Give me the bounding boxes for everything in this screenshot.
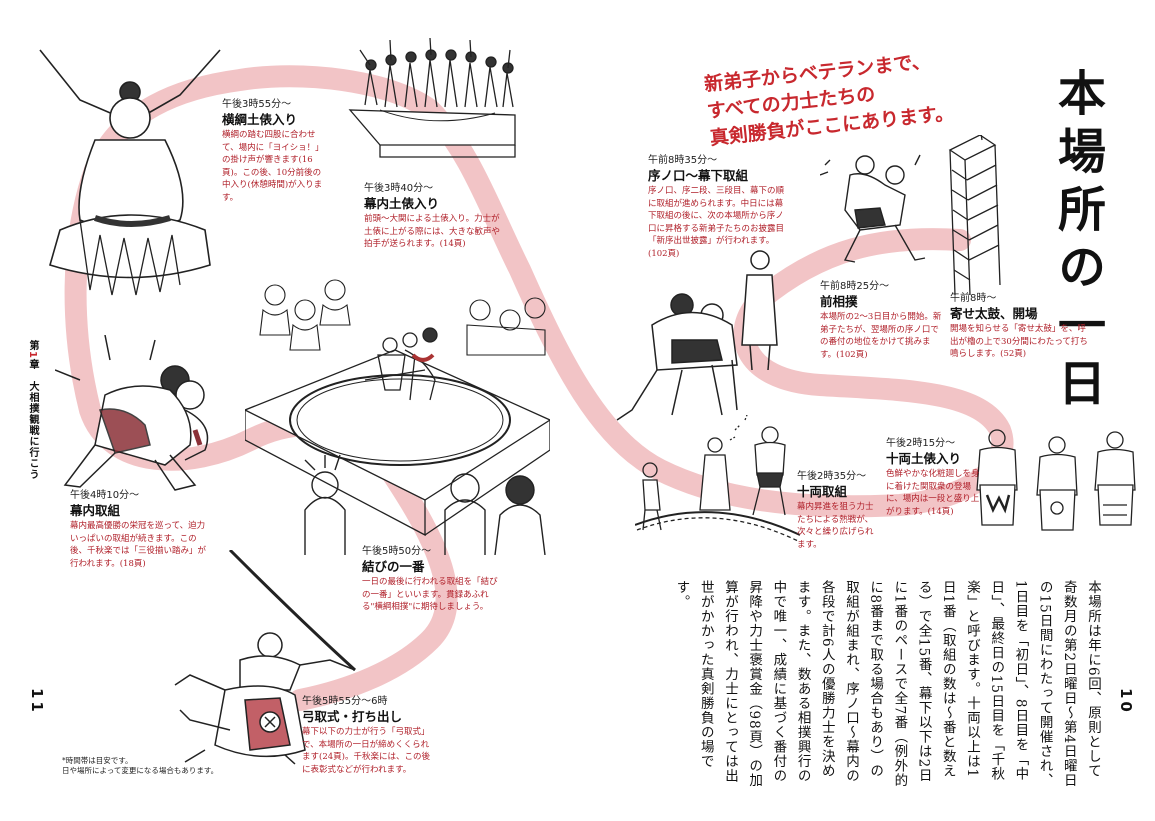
event-body: 幕下以下の力士が行う「弓取式」で、本場所の一日が締めくくられます(24頁)。千秋… — [302, 727, 430, 775]
event-jonokuchi-makushita: 午前8時35分〜 序ノ口〜幕下取組 序ノ口、序二段、三段目、幕下の順に取組が進め… — [648, 154, 784, 260]
event-time: 午後5時55分〜6時 — [302, 696, 388, 707]
yokozuna-dohyo-iri-illustration — [39, 49, 221, 296]
event-body: 色鮮やかな化粧廻しを身に着けた関取衆の登場に、場内は一段と盛り上がります。(14… — [886, 469, 980, 517]
event-body: 一日の最後に行われる取組を「結びの一番」といいます。貫録あふれる"横綱相撲"に期… — [362, 577, 498, 612]
event-heading: 結びの一番 — [362, 559, 425, 574]
event-time: 午後4時10分〜 — [70, 490, 140, 501]
time-note: *時間帯は目安です。 日や場所によって変更になる場合もあります。 — [62, 756, 218, 776]
event-body: 横綱の踏む四股に合わせて、場内に「ヨイショ！」の掛け声が響きます(16頁)。この… — [222, 130, 324, 203]
jonokuchi-makushita-illustration — [616, 250, 778, 421]
event-time: 午前8時35分〜 — [648, 155, 718, 166]
event-makuuchi-dohyo-iri: 午後3時40分〜 幕内土俵入り 前頭〜大関による土俵入り。力士が土俵に上がる際に… — [364, 182, 504, 251]
event-body: 幕内昇進を狙う力士たちによる熱戦が、次々と繰り広げられます。 — [797, 502, 874, 550]
makuuchi-dohyo-iri-illustration — [348, 37, 516, 158]
event-heading: 幕内土俵入り — [364, 196, 440, 211]
event-body: 序ノ口、序二段、三段目、幕下の順に取組が進められます。中日には幕下取組の後に、次… — [648, 186, 785, 259]
event-heading: 幕内取組 — [70, 503, 121, 518]
event-maezumo: 午前8時25分〜 前相撲 本場所の2〜3日目から開始。新弟子たちが、翌場所の序ノ… — [820, 280, 946, 361]
event-time: 午前8時〜 — [950, 293, 997, 304]
event-juryo-dohyo-iri: 午後2時15分〜 十両土俵入り 色鮮やかな化粧廻しを身に着けた関取衆の登場に、場… — [886, 437, 986, 518]
event-time: 午後3時55分〜 — [222, 99, 292, 110]
chapter-prefix: 第 — [27, 340, 38, 351]
chapter-label: 第1章 大相撲観戦に行こう — [25, 340, 40, 500]
event-heading: 寄せ太鼓、開場 — [950, 306, 1038, 321]
note-line-1: *時間帯は目安です。 — [62, 756, 133, 765]
event-heading: 序ノ口〜幕下取組 — [648, 168, 749, 183]
event-yosedaiko: 午前8時〜 寄せ太鼓、開場 開場を知らせる「寄せ太鼓」を、呼出が櫓の上で30分間… — [950, 292, 1090, 361]
arena-audience-illustration — [245, 279, 550, 555]
event-heading: 十両取組 — [797, 484, 848, 499]
page-number-left: 11 — [28, 688, 46, 715]
event-time: 午後3時40分〜 — [364, 183, 434, 194]
yumitori-shiki-illustration — [174, 550, 357, 765]
chapter-number: 1 — [27, 351, 38, 359]
event-time: 午後5時50分〜 — [362, 546, 432, 557]
event-body: 開場を知らせる「寄せ太鼓」を、呼出が櫓の上で30分間にわたって打ち鳴らします。(… — [950, 324, 1088, 359]
body-text: 本場所は年に6回、原則として奇数月の第2日曜日〜第4日曜日の15日間にわたって開… — [673, 580, 1101, 788]
juryo-dohyo-iri-illustration — [976, 429, 1136, 531]
event-body: 幕内最高優勝の栄冠を巡って、迫力いっぱいの取組が続きます。この後、千秋楽では「三… — [70, 521, 207, 569]
event-time: 午後2時35分〜 — [797, 471, 867, 482]
event-juryo-torikumi: 午後2時35分〜 十両取組 幕内昇進を狙う力士たちによる熱戦が、次々と繰り広げら… — [797, 470, 877, 551]
page-title: 本場所の一日 — [1049, 68, 1105, 416]
maezumo-illustration — [820, 154, 926, 263]
event-heading: 前相撲 — [820, 294, 858, 309]
page-number-right: 10 — [1117, 688, 1135, 715]
juryo-torikumi-illustration — [635, 415, 800, 542]
event-yumitori-shiki: 午後5時55分〜6時 弓取式・打ち出し 幕下以下の力士が行う「弓取式」で、本場所… — [302, 695, 434, 776]
event-makuuchi-torikumi: 午後4時10分〜 幕内取組 幕内最高優勝の栄冠を巡って、迫力いっぱいの取組が続き… — [70, 489, 210, 570]
event-time: 午後2時15分〜 — [886, 438, 956, 449]
event-time: 午前8時25分〜 — [820, 281, 890, 292]
note-line-2: 日や場所によって変更になる場合もあります。 — [62, 766, 219, 775]
chapter-title: 章 大相撲観戦に行こう — [27, 358, 38, 480]
event-heading: 弓取式・打ち出し — [302, 709, 403, 724]
makuuchi-torikumi-illustration — [55, 335, 209, 491]
event-yokozuna-dohyo-iri: 午後3時55分〜 横綱土俵入り 横綱の踏む四股に合わせて、場内に「ヨイショ！」の… — [222, 98, 326, 204]
event-musubi-no-ichiban: 午後5時50分〜 結びの一番 一日の最後に行われる取組を「結びの一番」といいます… — [362, 545, 498, 614]
event-heading: 十両土俵入り — [886, 451, 962, 466]
event-body: 本場所の2〜3日目から開始。新弟子たちが、翌場所の序ノ口での番付の地位をかけて挑… — [820, 312, 942, 360]
yosedaiko-tower-illustration — [948, 135, 1001, 295]
event-heading: 横綱土俵入り — [222, 112, 298, 127]
event-body: 前頭〜大関による土俵入り。力士が土俵に上がる際には、大きな歓声や拍手が送られます… — [364, 214, 501, 249]
